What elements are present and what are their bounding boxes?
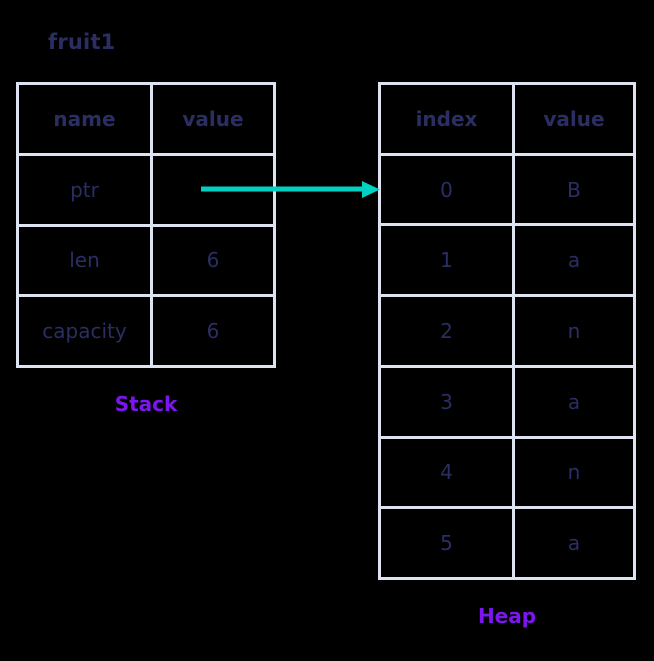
heap-header-value: value xyxy=(543,106,605,131)
stack-header-value: value xyxy=(182,106,244,131)
heap-row-5: 5 a xyxy=(381,506,633,578)
stack-cell-value-ptr xyxy=(153,156,273,224)
stack-row-ptr: ptr xyxy=(19,152,273,224)
variable-name-label: fruit1 xyxy=(48,30,116,54)
heap-cell-value-3: a xyxy=(567,389,581,414)
stack-header-name: name xyxy=(19,85,153,153)
stack-region-caption: Stack xyxy=(114,392,178,416)
stack-cell-value-len: 6 xyxy=(206,248,220,273)
heap-row-4: 4 n xyxy=(381,435,633,507)
heap-cell-index-2: 2 xyxy=(381,297,515,365)
heap-row-0: 0 B xyxy=(381,152,633,224)
heap-cell-index-4: 4 xyxy=(381,438,515,507)
heap-cell-value-2: n xyxy=(567,319,581,344)
stack-cell-value-capacity: 6 xyxy=(206,319,220,344)
stack-row-len: len 6 xyxy=(19,223,273,295)
stack-row-capacity: capacity 6 xyxy=(19,294,273,365)
heap-row-2: 2 n xyxy=(381,294,633,365)
stack-header-row: name value xyxy=(19,85,273,153)
heap-cell-index-1: 1 xyxy=(381,226,515,295)
stack-cell-name-ptr: ptr xyxy=(19,155,153,224)
heap-region-caption: Heap xyxy=(477,604,537,628)
heap-cell-value-4: n xyxy=(567,460,581,485)
heap-row-3: 3 a xyxy=(381,364,633,436)
heap-table: index value 0 B 1 a 2 n 3 a 4 n 5 a xyxy=(378,82,636,580)
heap-cell-index-3: 3 xyxy=(381,367,515,436)
heap-cell-value-0: B xyxy=(567,177,581,202)
heap-cell-index-5: 5 xyxy=(381,509,515,578)
heap-header-row: index value xyxy=(381,85,633,153)
stack-table: name value ptr len 6 capacity 6 xyxy=(16,82,276,368)
heap-row-1: 1 a xyxy=(381,223,633,295)
stack-cell-name-capacity: capacity xyxy=(19,297,153,365)
heap-cell-value-1: a xyxy=(567,248,581,273)
heap-header-index: index xyxy=(381,85,515,153)
heap-cell-value-5: a xyxy=(567,531,581,556)
heap-cell-index-0: 0 xyxy=(381,155,515,224)
stack-cell-name-len: len xyxy=(19,226,153,295)
